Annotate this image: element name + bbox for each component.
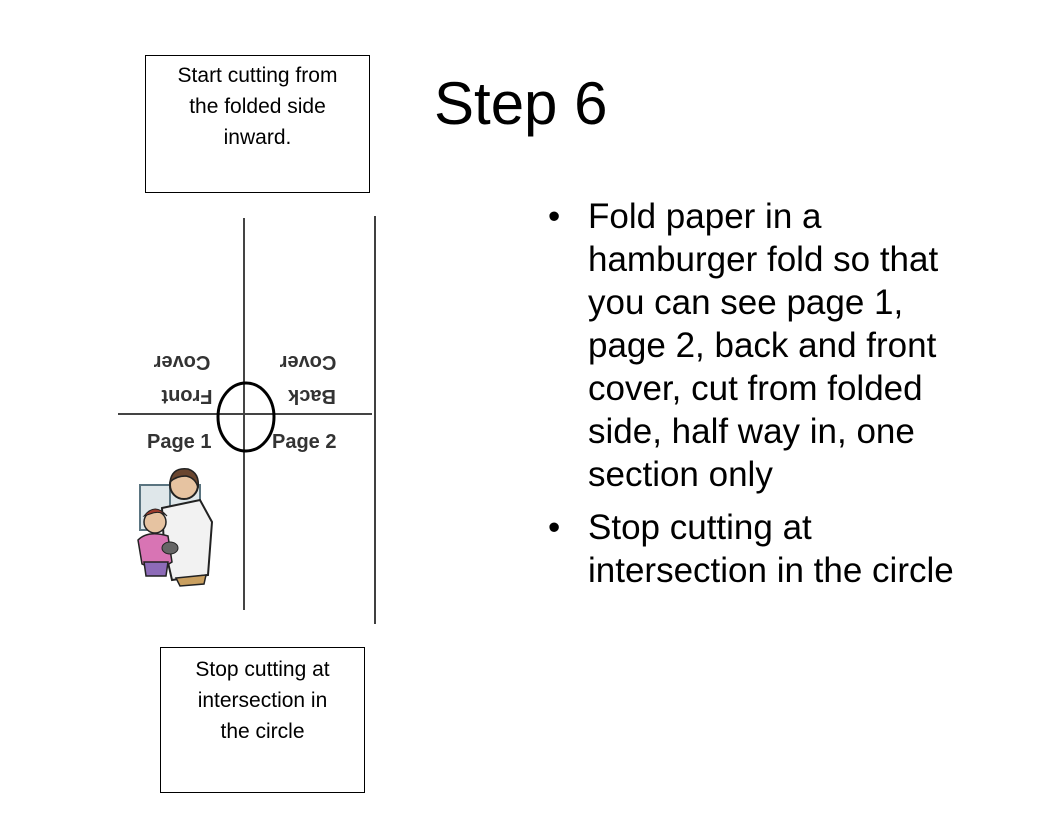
stop-cutting-callout: Stop cutting at intersection in the circ… <box>160 647 365 793</box>
bullet-list: Fold paper in a hamburger fold so that y… <box>548 195 988 602</box>
start-cutting-callout: Start cutting from the folded side inwar… <box>145 55 370 193</box>
doctor-child-clipart-icon <box>137 468 214 587</box>
bullet-item: Stop cutting at intersection in the circ… <box>548 506 988 592</box>
back-cover-label: Cover <box>279 351 336 373</box>
fold-diagram: Front Cover Back Cover Page 1 Page 2 <box>118 216 376 624</box>
bullet-item: Fold paper in a hamburger fold so that y… <box>548 195 988 496</box>
back-label: Back <box>287 385 336 407</box>
page-1-label: Page 1 <box>147 431 211 453</box>
front-label: Front <box>161 385 212 407</box>
front-cover-label: Cover <box>153 351 210 373</box>
page-2-label: Page 2 <box>272 431 336 453</box>
slide-title: Step 6 <box>434 70 608 137</box>
intersection-circle <box>216 381 276 453</box>
